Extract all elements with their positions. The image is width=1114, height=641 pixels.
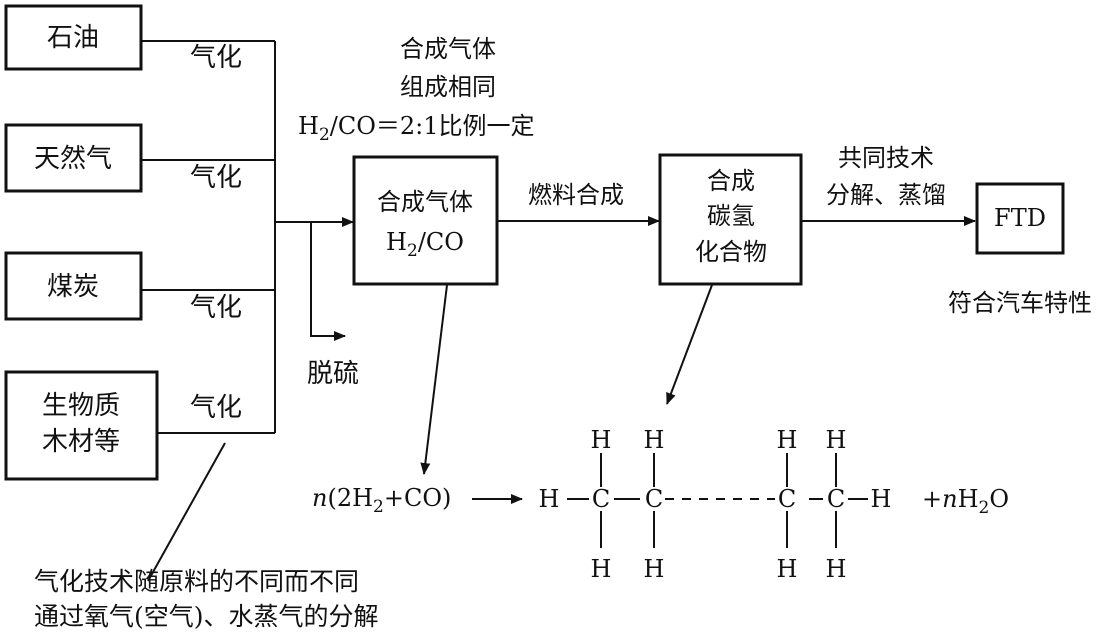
fuel-synthesis-label: 燃料合成 [528, 181, 624, 209]
processing-label-line1: 共同技术 [838, 144, 934, 172]
desulfurization-label: 脱硫 [307, 359, 359, 389]
syngas-note-line3: H2/CO＝2:1比例一定 [298, 112, 535, 145]
gasification-connectors [141, 40, 276, 434]
gasify-label-4: 气化 [190, 393, 242, 423]
source-label-petroleum: 石油 [47, 23, 99, 53]
syngas-note-line2: 组成相同 [400, 73, 496, 101]
syngas-box [352, 155, 499, 286]
gasify-label-1: 气化 [190, 43, 242, 73]
gasify-label-2: 气化 [190, 163, 242, 193]
source-box-natural-gas [4, 123, 143, 193]
gasification-note-line1: 气化技术随原料的不同而不同 [34, 567, 359, 596]
source-label-natural-gas: 天然气 [34, 144, 112, 174]
atom-h-right: H [871, 485, 892, 513]
source-label-coal: 煤炭 [47, 272, 99, 302]
syngas-box-line2: H2/CO [386, 228, 464, 261]
atom-h-top-2: H [644, 426, 665, 454]
atom-h-top-1: H [591, 426, 612, 454]
hydrocarbon-to-structure-arrow [666, 284, 713, 405]
desulfurization-arrow [310, 222, 346, 341]
hydrocarbon-box-line3: 化合物 [695, 238, 767, 266]
source-label-biomass-line2: 木材等 [42, 427, 120, 457]
atom-h-left: H [539, 485, 560, 513]
atom-h-top-3: H [777, 426, 798, 454]
syngas-note-line1: 合成气体 [400, 35, 496, 63]
reaction-reactants: n(2H2+CO) [312, 484, 451, 517]
source-box-biomass [4, 370, 159, 481]
hydrocarbon-box-line1: 合成 [707, 167, 755, 195]
atom-c-3: C [778, 485, 796, 513]
syngas-box-line1: 合成气体 [377, 188, 473, 216]
atom-h-bottom-2: H [644, 555, 665, 583]
ftd-label: FTD [994, 204, 1046, 232]
source-box-petroleum [4, 4, 143, 71]
atom-c-1: C [592, 485, 610, 513]
atom-c-4: C [827, 485, 845, 513]
syngas-to-reaction-arrow [420, 284, 448, 475]
gasification-note-pointer [147, 442, 226, 582]
source-box-coal [4, 251, 143, 321]
hydrocarbon-box-line2: 碳氢 [707, 202, 755, 230]
processing-label-line2: 分解、蒸馏 [826, 181, 946, 209]
ftd-note: 符合汽车特性 [948, 289, 1092, 317]
ftd-box [975, 182, 1065, 255]
hydrocarbon-box [658, 153, 803, 286]
source-label-biomass: 生物质 [42, 391, 120, 421]
gasification-note-line2: 通过氧气(空气)、水蒸气的分解 [34, 602, 379, 631]
atom-h-bottom-4: H [826, 555, 847, 583]
gasify-label-3: 气化 [190, 293, 242, 323]
structure-vertical-bonds [600, 453, 837, 548]
reaction-water-product: +nH2O [922, 485, 1009, 518]
atom-c-2: C [645, 485, 663, 513]
atom-h-bottom-1: H [591, 555, 612, 583]
atom-h-bottom-3: H [777, 555, 798, 583]
atom-h-top-4: H [826, 426, 847, 454]
